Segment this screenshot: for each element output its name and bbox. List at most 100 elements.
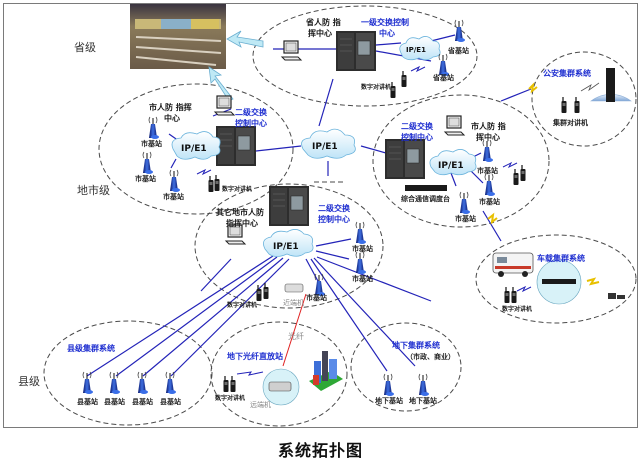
- switch-cabinet-icon: [335, 30, 377, 72]
- radio-label: 集群对讲机: [552, 118, 588, 127]
- city-left-zone-content: 市人防 指挥 中心 二级交换 控制中心 IP/E1 市基站 市基站 市基站 数字…: [135, 95, 268, 201]
- province-zone-content: 省人防 指 挥中心 一级交换控制 中心 IP/E1 省基站 省基站 数字对讲机: [281, 17, 469, 99]
- base-station-label: 地下基站: [375, 396, 403, 405]
- province-center-label-2: 挥中心: [308, 28, 332, 38]
- base-station-icon: [142, 151, 154, 175]
- underground-zone-content: 地下集群系统 （市政、商业） 地下基站 地下基站: [375, 340, 455, 405]
- core-cloud-label: IP/E1: [312, 142, 338, 152]
- base-station-icon: [454, 19, 466, 43]
- city-switch-label-2: 控制中心: [401, 132, 433, 142]
- zone-ellipses: [43, 5, 637, 427]
- city-switch-label-2: 控制中心: [318, 214, 350, 224]
- cloud-label: IP/E1: [438, 161, 464, 171]
- base-station-label: 县基站: [77, 397, 98, 406]
- city-switch-label: 二级交换: [401, 121, 434, 131]
- city-center-label: 市人防 指: [471, 121, 506, 131]
- vehicle-zone-content: 车载集群系统 数字对讲机: [492, 252, 625, 313]
- console-icon: [405, 185, 447, 191]
- fiber-label: 光纤: [288, 331, 304, 341]
- base-station-icon: [383, 373, 395, 397]
- radio-icon: [503, 286, 511, 304]
- base-station-label: 市基站: [455, 214, 476, 223]
- police-zone-title: 公安集群系统: [543, 68, 591, 78]
- radio-icon: [400, 70, 408, 88]
- vehicle-icon: [492, 252, 534, 277]
- base-station-icon: [109, 371, 121, 395]
- city-other-zone: [194, 183, 384, 309]
- buildings-icon: [309, 351, 343, 391]
- far-end-label: 远端机: [250, 400, 271, 409]
- vehicle-zone-title: 车载集群系统: [537, 253, 585, 263]
- cloud-icon: [263, 229, 314, 257]
- cloud-icon: [301, 128, 356, 159]
- near-end-unit-icon: [284, 283, 304, 293]
- cloud-icon: [429, 149, 477, 176]
- topology-diagram: 省级 地市级 县级 省人防 指 挥中心 一级交换控制 中心 IP/E1 省基站 …: [18, 4, 637, 427]
- base-station-icon: [438, 53, 450, 77]
- radio-icon: [229, 375, 237, 393]
- switch-cabinet-icon: [384, 138, 426, 180]
- radio-label: 数字对讲机: [215, 394, 245, 402]
- diagram-caption: 系统拓扑图: [277, 441, 363, 460]
- cloud-icon: [171, 131, 221, 160]
- wireless-icon: [502, 161, 518, 169]
- base-station-label: 县基站: [160, 397, 181, 406]
- base-station-icon: [484, 173, 496, 197]
- server-icon: [606, 68, 615, 102]
- uplink-arrows: [208, 30, 264, 102]
- lightning-icon: [487, 212, 498, 225]
- fiber-zone: [210, 321, 348, 427]
- wireless-icon: [196, 168, 212, 176]
- city-switch-label: 二级交换: [235, 107, 268, 117]
- base-station-icon: [459, 191, 471, 215]
- base-station-label: 县基站: [104, 397, 125, 406]
- base-station-label: 市基站: [477, 166, 498, 175]
- computer-icon: [444, 115, 465, 136]
- city-switch-label: 二级交换: [318, 203, 351, 213]
- base-station-label: 县基站: [132, 397, 153, 406]
- base-station-icon: [482, 139, 494, 163]
- base-station-icon: [418, 373, 430, 397]
- city-left-zone: [98, 83, 294, 215]
- base-station-label: 地下基站: [409, 396, 437, 405]
- county-zone-title: 县级集群系统: [67, 343, 115, 353]
- radio-icon: [519, 164, 527, 182]
- radio-icon: [512, 168, 520, 186]
- level-label-province: 省级: [74, 41, 96, 54]
- level-label-city: 地市级: [77, 183, 110, 197]
- near-end-label: 近端机: [283, 298, 304, 307]
- base-station-icon: [169, 169, 181, 193]
- base-station-label: 省基站: [432, 73, 454, 82]
- core-network: IP/E1: [301, 128, 356, 183]
- command-center-photo: [130, 4, 226, 69]
- cloud-label: IP/E1: [406, 46, 426, 54]
- terminal-icon: [608, 293, 625, 299]
- cloud-label: IP/E1: [181, 144, 207, 154]
- base-station-icon: [355, 251, 367, 275]
- base-station-label: 市基站: [479, 197, 500, 206]
- radio-icon: [222, 375, 230, 393]
- cloud-label: IP/E1: [273, 242, 299, 252]
- city-center-label: 市人防 指挥: [149, 102, 192, 112]
- radio-icon: [207, 175, 215, 193]
- radio-icon: [560, 96, 568, 114]
- underground-zone-title: 地下集群系统: [392, 340, 440, 350]
- cloud-icon: [399, 36, 441, 61]
- radio-icon: [510, 286, 518, 304]
- level-label-county: 县级: [18, 375, 40, 388]
- city-right-zone: [372, 94, 550, 228]
- diagram-frame: 省级 地市级 县级 省人防 指 挥中心 一级交换控制 中心 IP/E1 省基站 …: [3, 3, 638, 428]
- wireless-icon: [236, 371, 264, 376]
- underground-zone: [350, 322, 462, 412]
- wireless-icon: [516, 285, 532, 293]
- base-station-label: 市基站: [135, 174, 156, 183]
- radio-label: 数字对讲机: [502, 305, 532, 313]
- fiber-link: [282, 293, 307, 367]
- computer-icon: [281, 40, 302, 61]
- county-zone-content: 县级集群系统 县基站 县基站 县基站 县基站: [67, 343, 181, 406]
- county-zone: [43, 320, 213, 426]
- base-station-icon: [148, 116, 160, 140]
- lightning-icon: [586, 277, 600, 286]
- base-station-label: 省基站: [447, 46, 469, 55]
- province-center-label: 省人防 指: [305, 17, 341, 27]
